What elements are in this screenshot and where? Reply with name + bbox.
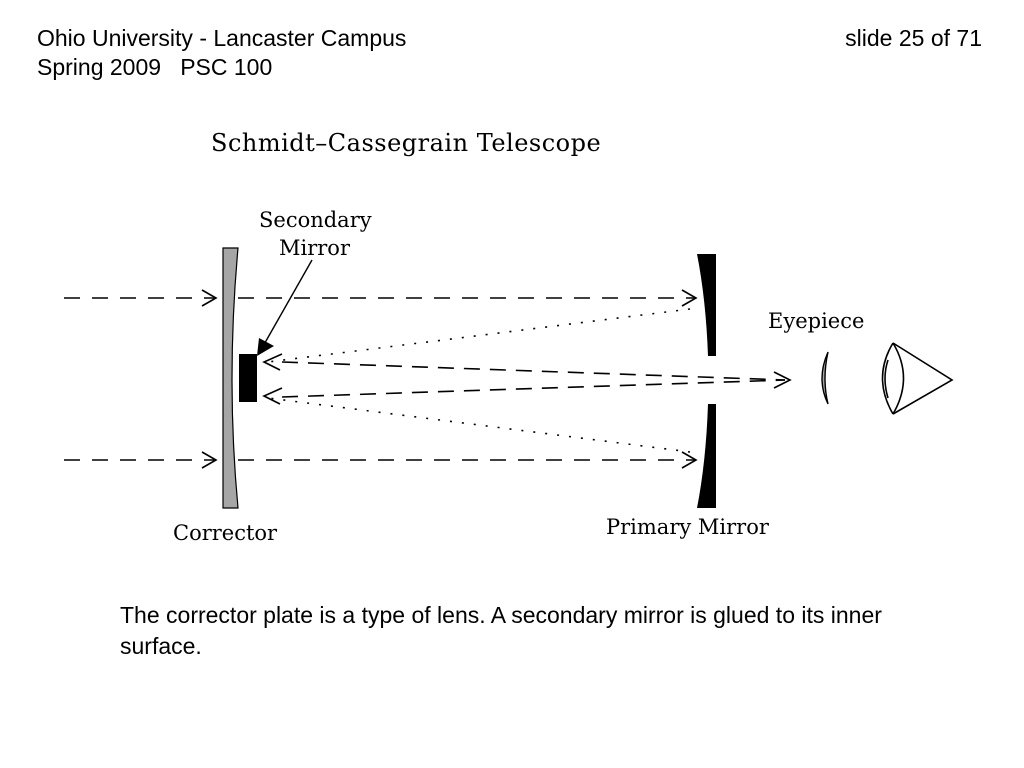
secondary-mirror-label-line1: Secondary bbox=[259, 208, 372, 232]
reflected-rays bbox=[267, 308, 691, 453]
institution-label: Ohio University - Lancaster Campus bbox=[37, 25, 407, 51]
slide-caption: The corrector plate is a type of lens. A… bbox=[120, 602, 882, 659]
diagram-title: Schmidt–Cassegrain Telescope bbox=[211, 129, 601, 157]
primary-mirror-lower bbox=[697, 404, 716, 508]
eyepiece-ray-arrowhead bbox=[773, 371, 792, 389]
slide-counter: slide 25 of 71 bbox=[845, 25, 982, 51]
secondary-to-eyepiece-rays bbox=[281, 361, 786, 398]
reflected-ray-arrowheads bbox=[262, 353, 283, 405]
secondary-mirror-label-line2: Mirror bbox=[279, 236, 351, 260]
incoming-ray-top bbox=[64, 289, 698, 307]
primary-mirror-label: Primary Mirror bbox=[606, 515, 770, 539]
slide-header: Ohio University - Lancaster Campus Sprin… bbox=[37, 24, 406, 82]
secondary-mirror bbox=[239, 354, 257, 402]
eyepiece-lens bbox=[821, 351, 829, 405]
primary-mirror-upper bbox=[697, 254, 716, 356]
incoming-ray-bottom bbox=[64, 451, 698, 469]
corrector-label: Corrector bbox=[173, 521, 278, 545]
corrector-plate bbox=[222, 247, 239, 509]
secondary-pointer-line bbox=[261, 259, 313, 349]
eyepiece-label: Eyepiece bbox=[768, 309, 864, 333]
term-course-label: Spring 2009 PSC 100 bbox=[37, 54, 273, 80]
eye-icon bbox=[881, 342, 954, 415]
secondary-pointer-arrowhead bbox=[257, 338, 274, 356]
